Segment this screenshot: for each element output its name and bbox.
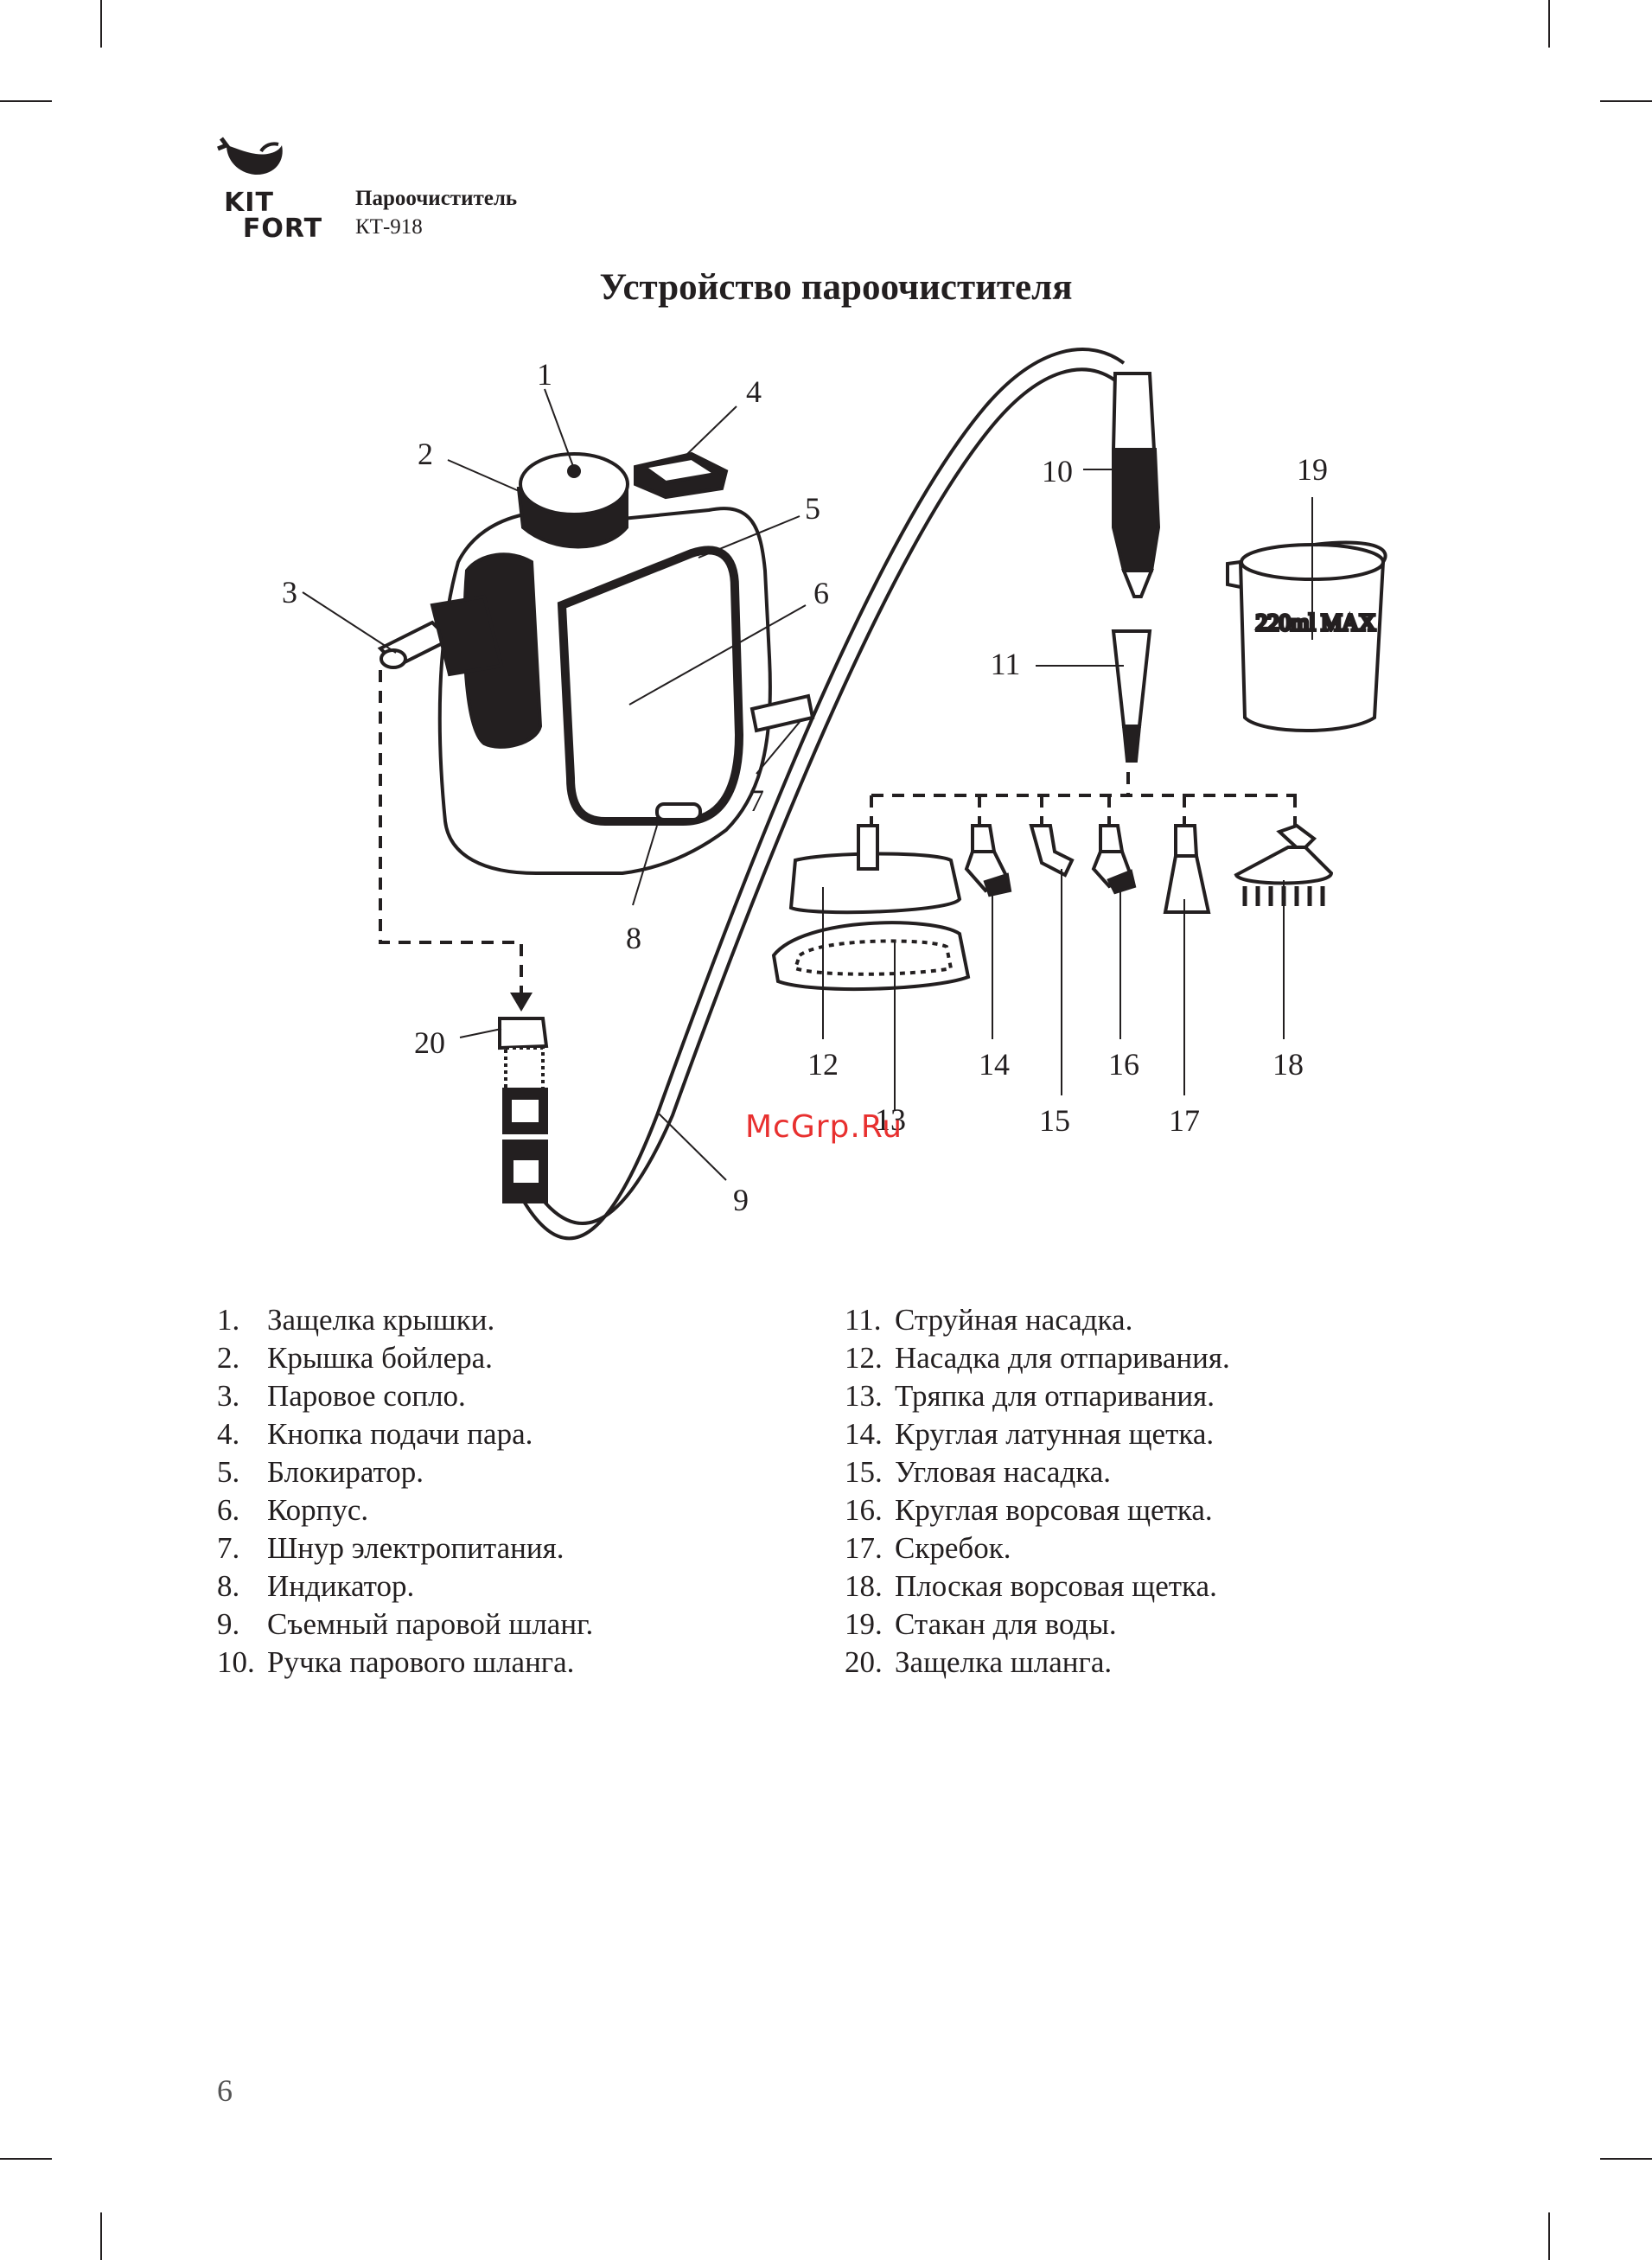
flat-bristle-brush [1234, 823, 1334, 906]
callout-11: 11 [991, 647, 1021, 681]
product-model: КТ-918 [355, 215, 423, 239]
cup-marking: 220ml MAX [1256, 610, 1376, 635]
steam-cleaner-body [437, 507, 815, 875]
brass-round-brush [964, 824, 1012, 897]
callout-15: 15 [1039, 1103, 1070, 1138]
callout-2: 2 [418, 437, 433, 471]
callout-3: 3 [282, 575, 297, 610]
list-item: 14.Круглая латунная щетка. [845, 1417, 1215, 1451]
callout-4: 4 [746, 374, 762, 409]
list-item: 11.Струйная насадка. [845, 1303, 1133, 1337]
water-cup: 220ml MAX [1226, 540, 1387, 732]
callout-1: 1 [537, 357, 552, 392]
steaming-attachment [788, 824, 962, 915]
callout-16: 16 [1108, 1047, 1139, 1082]
callout-12: 12 [807, 1047, 839, 1082]
steam-hose [521, 348, 1126, 1241]
list-item: 15.Угловая насадка. [845, 1455, 1112, 1489]
steam-button [634, 451, 729, 500]
callout-8: 8 [626, 921, 641, 955]
list-item: 10.Ручка парового шланга. [217, 1645, 575, 1679]
page-title: Устройство пароочистителя [599, 267, 1073, 308]
callout-18: 18 [1272, 1047, 1304, 1082]
list-item: 6.Корпус. [217, 1493, 369, 1527]
kitfort-logo: KIT FORT [217, 137, 322, 244]
leader-lines [302, 388, 1313, 1181]
logo-fort: FORT [243, 214, 322, 244]
callout-19: 19 [1297, 452, 1328, 487]
callout-10: 10 [1042, 454, 1073, 488]
round-bristle-brush [1091, 824, 1137, 895]
callout-20: 20 [414, 1025, 445, 1060]
list-item: 4.Кнопка подачи пара. [217, 1417, 533, 1451]
list-item: 9.Съемный паровой шланг. [217, 1607, 594, 1641]
callout-numbers: 1 2 3 4 5 6 7 8 9 10 11 12 13 14 15 16 1… [282, 357, 1328, 1217]
parts-list-right: 11.Струйная насадка. 12.Насадка для отпа… [845, 1301, 1230, 1682]
list-item: 19.Стакан для воды. [845, 1607, 1117, 1641]
page-number: 6 [217, 2073, 233, 2108]
callout-5: 5 [805, 491, 820, 526]
scraper [1163, 824, 1211, 914]
list-item: 20.Защелка шланга. [845, 1645, 1113, 1679]
steam-nozzle [377, 594, 504, 677]
logo-kit: KIT [224, 188, 274, 218]
callout-13: 13 [875, 1102, 906, 1137]
callout-17: 17 [1169, 1103, 1200, 1138]
list-item: 7.Шнур электропитания. [217, 1531, 564, 1565]
steaming-cloth [771, 921, 971, 992]
hose-latch [498, 1017, 549, 1203]
list-item: 12.Насадка для отпаривания. [845, 1341, 1230, 1375]
callout-9: 9 [733, 1183, 749, 1217]
list-item: 18.Плоская ворсовая щетка. [845, 1569, 1217, 1603]
callout-6: 6 [813, 576, 829, 610]
arrow-head [510, 993, 533, 1012]
angled-nozzle [1029, 824, 1075, 878]
dashed-connectors [379, 670, 1297, 994]
list-item: 13.Тряпка для отпаривания. [845, 1379, 1215, 1413]
list-item: 2.Крышка бойлера. [217, 1341, 493, 1375]
list-item: 1.Защелка крышки. [217, 1303, 495, 1337]
boiler-cap [516, 452, 629, 549]
callout-14: 14 [979, 1047, 1010, 1082]
list-item: 5.Блокиратор. [217, 1455, 424, 1489]
list-item: 3.Паровое сопло. [217, 1379, 466, 1413]
list-item: 16.Круглая ворсовая щетка. [845, 1493, 1213, 1527]
list-item: 17.Скребок. [845, 1531, 1011, 1565]
jet-nozzle [1111, 629, 1152, 763]
list-item: 8.Индикатор. [217, 1569, 415, 1603]
watermark: McGrp.Ru [745, 1109, 903, 1145]
product-type: Пароочиститель [355, 187, 518, 210]
hose-handle [1111, 372, 1161, 598]
parts-list-left: 1.Защелка крышки. 2.Крышка бойлера. 3.Па… [217, 1301, 593, 1682]
callout-7: 7 [749, 783, 764, 818]
